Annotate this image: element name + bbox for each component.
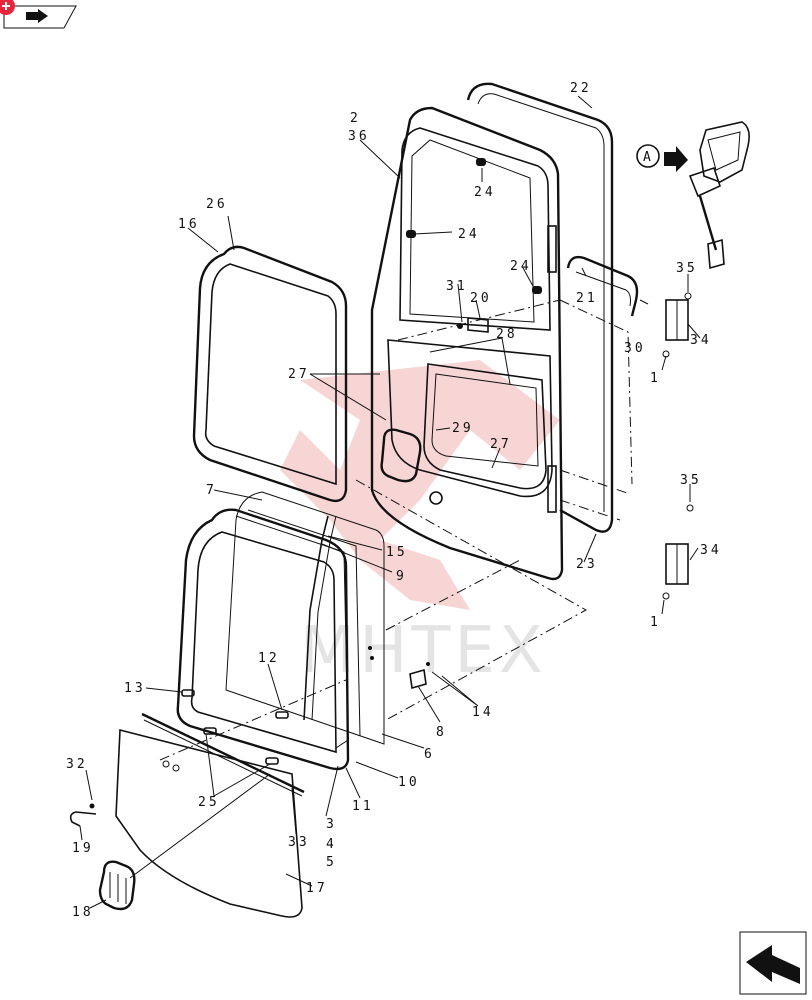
plug-24a (476, 158, 486, 166)
label-35a: 35 (676, 261, 698, 276)
label-4: 4 (326, 837, 337, 852)
watermark: MHTEX (280, 360, 560, 688)
lock-cylinder (429, 491, 443, 505)
label-3: 3 (326, 817, 337, 832)
label-5: 5 (326, 855, 337, 870)
label-33: 33 (288, 835, 310, 850)
watermark-logo (280, 360, 560, 610)
door-lower-panel (387, 339, 553, 498)
arrow-right-icon (26, 9, 48, 23)
plug-24b (406, 230, 416, 238)
label-27a: 27 (288, 367, 310, 382)
label-23: 23 (576, 557, 598, 572)
label-22: 22 (570, 81, 592, 96)
guide-25a (203, 727, 217, 735)
label-29: 29 (452, 421, 474, 436)
label-9: 9 (396, 569, 407, 584)
label-18: 18 (72, 905, 94, 920)
label-19: 19 (72, 841, 94, 856)
glass-panel (225, 491, 385, 745)
return-arrow-icon (746, 945, 800, 984)
channel-rail (303, 515, 329, 721)
bottom-rail (141, 712, 305, 794)
label-21: 21 (576, 291, 598, 306)
pad-13 (181, 689, 195, 697)
watermark-text: MHTEX (300, 614, 547, 688)
door-seal-outline (466, 82, 614, 533)
label-2: 2 (350, 111, 361, 126)
label-1b: 1 (650, 615, 661, 630)
detail-a-marker (636, 144, 660, 168)
label-7: 7 (206, 483, 217, 498)
hinge-upper (662, 292, 692, 358)
pad-12 (275, 711, 289, 719)
label-27b: 27 (490, 437, 512, 452)
upper-window-glass (204, 263, 337, 486)
latch-detail-a: A (636, 121, 750, 270)
label-31: 31 (446, 279, 468, 294)
grip-handle (566, 255, 639, 317)
label-34a: 34 (690, 333, 712, 348)
label-20: 20 (470, 291, 492, 306)
label-8: 8 (436, 725, 447, 740)
leader-lines (79, 95, 701, 909)
label-24b: 24 (458, 227, 480, 242)
svg-text:A: A (643, 150, 654, 165)
label-24c: 24 (510, 259, 532, 274)
door-lower-window (423, 363, 547, 490)
label-34b: 34 (700, 543, 722, 558)
label-15: 15 (386, 545, 408, 560)
label-26: 26 (206, 197, 228, 212)
door-frame-outer (370, 106, 564, 581)
plug-24c (532, 286, 542, 294)
label-35b: 35 (680, 473, 702, 488)
label-6: 6 (424, 747, 435, 762)
door-handle-recess (380, 428, 422, 483)
stopper-8 (409, 668, 427, 690)
plus-badge-icon[interactable] (0, 0, 15, 15)
arrow-right-icon (664, 146, 688, 172)
label-16: 16 (178, 217, 200, 232)
upper-window-seal (192, 245, 348, 503)
label-30: 30 (624, 341, 646, 356)
nav-tab-top[interactable] (0, 0, 77, 29)
label-12: 12 (258, 651, 280, 666)
door-frame-inner (399, 127, 551, 331)
part-labels: 22 2 36 24 24 24 26 16 31 20 28 21 35 30… (66, 81, 722, 920)
label-13: 13 (124, 681, 146, 696)
label-32: 32 (66, 757, 88, 772)
nav-tab-bottom[interactable] (739, 931, 807, 995)
alignment-lines (159, 299, 633, 761)
sliding-sash-frame (176, 508, 350, 771)
label-1a: 1 (650, 371, 661, 386)
label-28: 28 (496, 327, 518, 342)
label-24a: 24 (474, 185, 496, 200)
lower-fixed-glass (115, 728, 303, 918)
label-17: 17 (306, 881, 328, 896)
slide-handle (98, 860, 136, 911)
label-11: 11 (352, 799, 374, 814)
latch-pin (69, 811, 97, 827)
label-10: 10 (398, 775, 420, 790)
hinge-lower (662, 504, 694, 600)
label-36: 36 (348, 129, 370, 144)
label-25: 25 (198, 795, 220, 810)
guide-25b (265, 757, 279, 765)
label-14: 14 (472, 705, 494, 720)
